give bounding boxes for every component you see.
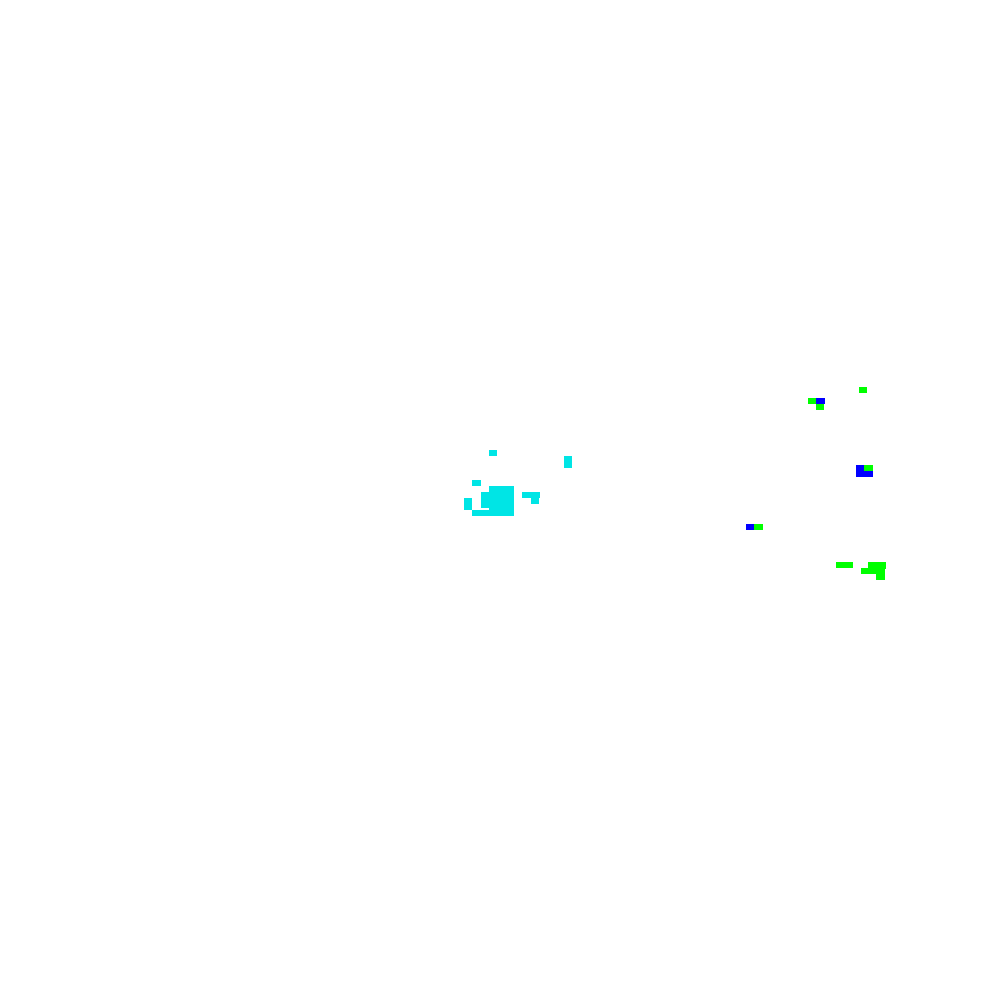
green-pixel bbox=[864, 465, 873, 471]
green-cluster bbox=[754, 387, 886, 580]
cyan-pixel bbox=[481, 492, 489, 508]
green-pixel bbox=[868, 562, 886, 569]
green-pixel bbox=[816, 404, 824, 410]
blue-pixel bbox=[856, 465, 864, 477]
green-pixel bbox=[876, 568, 885, 580]
blue-pixel bbox=[746, 524, 754, 530]
cyan-pixel bbox=[472, 510, 489, 516]
green-pixel bbox=[859, 387, 867, 393]
blue-cluster bbox=[746, 398, 873, 530]
blue-pixel bbox=[816, 398, 825, 404]
cyan-pixel bbox=[531, 498, 539, 504]
cyan-pixel bbox=[472, 480, 481, 486]
green-pixel bbox=[861, 568, 878, 574]
cyan-cluster bbox=[464, 450, 572, 516]
cyan-pixel bbox=[489, 450, 497, 456]
cyan-pixel bbox=[464, 498, 472, 510]
green-pixel bbox=[836, 562, 853, 568]
green-pixel bbox=[808, 398, 817, 404]
green-pixel bbox=[754, 524, 763, 530]
cyan-pixel bbox=[489, 486, 514, 516]
cyan-pixel bbox=[564, 456, 572, 468]
cyan-pixel bbox=[522, 492, 540, 498]
blue-pixel bbox=[864, 471, 873, 477]
